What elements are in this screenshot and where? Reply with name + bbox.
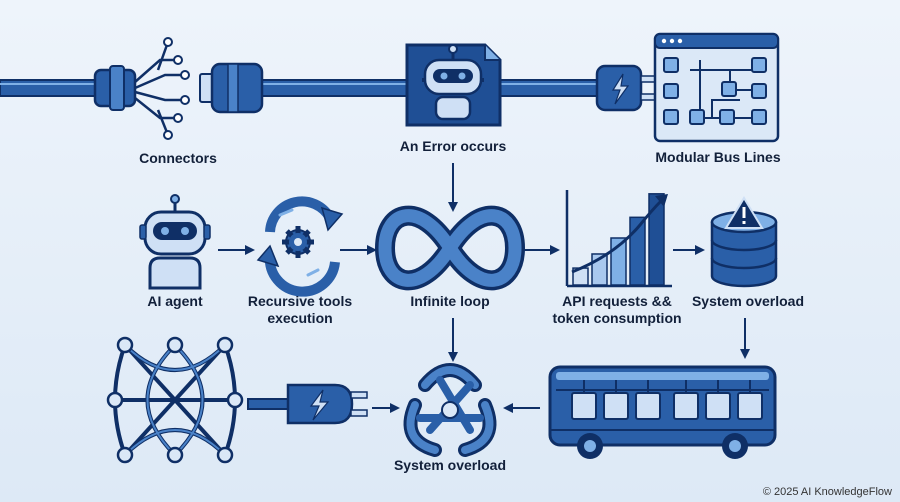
socket-icon <box>199 62 264 114</box>
database-warning-icon <box>710 196 778 288</box>
cable-line <box>0 79 601 97</box>
ai-agent-robot-icon <box>139 194 211 290</box>
overload-bottom-label: System overload <box>393 457 507 473</box>
ai-agent-label: AI agent <box>147 293 203 309</box>
connectors-label: Connectors <box>139 150 217 166</box>
robot-error-icon <box>405 43 502 127</box>
recursive-label: Recursive tools execution <box>248 293 352 327</box>
recursive-gear-icon <box>256 196 344 297</box>
api-growth-chart-icon <box>565 190 672 288</box>
knot-system-icon <box>403 363 497 457</box>
bus-lines-label: Modular Bus Lines <box>655 149 781 165</box>
api-label-line1: API requests && <box>562 293 672 309</box>
overload-top-label: System overload <box>691 293 805 309</box>
api-bar-5 <box>648 193 665 286</box>
api-bar-4 <box>629 216 646 286</box>
plug-left-icon <box>93 37 190 140</box>
neural-network-icon <box>106 336 244 464</box>
power-plug-icon <box>247 383 368 425</box>
api-label: API requests && token consumption <box>552 293 681 327</box>
recursive-label-line2: execution <box>267 310 333 326</box>
recursive-label-line1: Recursive tools <box>247 293 353 309</box>
bus-lines-panel-icon <box>653 32 780 143</box>
copyright-text: © 2025 AI KnowledgeFlow <box>762 486 892 498</box>
infinity-loop-icon <box>375 205 525 291</box>
bolt-plug-icon <box>595 64 658 112</box>
api-label-line2: token consumption <box>552 310 682 326</box>
bus-vehicle-icon <box>548 365 777 459</box>
flow-arrows <box>218 163 750 413</box>
infinite-loop-label: Infinite loop <box>410 293 490 309</box>
error-label: An Error occurs <box>399 138 507 154</box>
